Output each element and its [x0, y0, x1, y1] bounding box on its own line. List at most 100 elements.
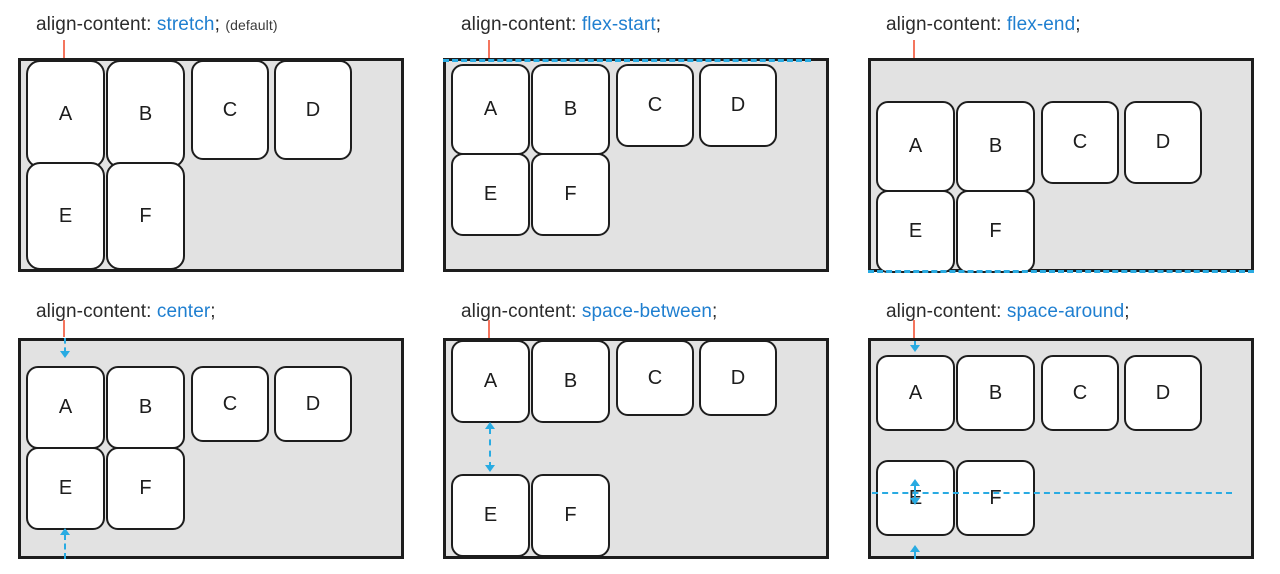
guide-arrow-between-rows — [489, 428, 493, 468]
pointer-tick-icon — [913, 40, 915, 58]
item-label: D — [730, 94, 746, 116]
diagram-flex-start: align-content: flex-start; A B C D E F — [425, 0, 850, 287]
property-value: space-between — [581, 301, 713, 322]
flex-item-c: C — [191, 366, 269, 442]
flex-item-e: E — [451, 153, 530, 236]
guide-line-middle — [872, 492, 1232, 494]
item-label: B — [563, 370, 578, 392]
item-label: E — [908, 220, 923, 242]
item-label: A — [908, 135, 923, 157]
flex-item-d: D — [274, 366, 352, 442]
flex-container: A B C D E F — [18, 338, 404, 559]
flex-item-a: A — [451, 64, 530, 155]
caption-space-around: align-content: space-around; — [886, 301, 1130, 323]
guide-arrow-bottom — [64, 534, 68, 559]
property-label: align-content: — [886, 301, 1002, 322]
flex-item-f: F — [956, 190, 1035, 273]
guide-arrow-middle-lower — [914, 493, 916, 500]
flex-item-a: A — [451, 340, 530, 423]
flex-item-d: D — [699, 340, 777, 416]
arrow-up-icon — [910, 545, 920, 552]
flex-item-b: B — [956, 101, 1035, 192]
property-value: flex-end — [1006, 14, 1076, 35]
item-label: E — [58, 204, 73, 227]
item-label: D — [1155, 131, 1171, 153]
flex-item-e: E — [26, 162, 105, 270]
item-label: F — [989, 486, 1002, 509]
item-label: A — [58, 396, 73, 418]
guide-line-top — [443, 59, 811, 62]
item-label: D — [730, 366, 746, 389]
arrow-up-icon — [910, 479, 920, 486]
item-label: C — [1072, 381, 1088, 404]
diagram-space-between: align-content: space-between; A B C D E … — [425, 287, 850, 574]
arrow-down-icon — [910, 498, 920, 505]
flex-container: A B C D E F — [443, 338, 829, 559]
flex-item-d: D — [274, 60, 352, 160]
semicolon: ; — [712, 301, 718, 322]
flex-item-a: A — [26, 366, 105, 449]
arrow-up-icon — [60, 528, 70, 535]
pointer-tick-icon — [488, 320, 490, 338]
caption-flex-end: align-content: flex-end; — [886, 14, 1081, 36]
caption-stretch: align-content: stretch; (default) — [36, 14, 278, 36]
diagram-center: align-content: center; A B C D E F — [0, 287, 425, 574]
arrow-up-icon — [485, 422, 495, 429]
semicolon: ; — [655, 14, 662, 35]
item-label: F — [139, 204, 152, 227]
flex-item-a: A — [876, 101, 955, 192]
flex-item-c: C — [616, 340, 694, 416]
item-label: B — [988, 381, 1003, 404]
flex-item-d: D — [1124, 355, 1202, 431]
arrow-down-icon — [910, 345, 920, 352]
item-label: C — [222, 98, 238, 121]
flex-item-e: E — [26, 447, 105, 530]
flex-item-e: E — [876, 190, 955, 273]
diagram-stretch: align-content: stretch; (default) A B C … — [0, 0, 425, 287]
item-label: F — [989, 220, 1002, 242]
flex-item-e: E — [451, 474, 530, 557]
flex-container: A B C D E F — [868, 58, 1254, 273]
flex-container: A B C D E F — [868, 338, 1254, 559]
pointer-tick-icon — [63, 320, 65, 337]
flex-item-c: C — [616, 64, 694, 147]
item-label: D — [1155, 381, 1171, 404]
default-note: (default) — [225, 17, 278, 33]
flex-container: A B C D E F — [18, 58, 404, 272]
flex-item-a: A — [26, 60, 105, 168]
item-label: F — [564, 504, 577, 526]
pointer-tick-icon — [913, 320, 915, 338]
item-label: E — [58, 477, 73, 499]
item-label: C — [222, 392, 238, 415]
item-label: B — [563, 98, 578, 120]
arrow-down-icon — [485, 465, 495, 472]
flex-item-d: D — [1124, 101, 1202, 184]
diagram-space-around: align-content: space-around; A B C D E F — [850, 287, 1275, 574]
flex-item-c: C — [1041, 355, 1119, 431]
caption-space-between: align-content: space-between; — [461, 301, 717, 323]
flex-item-b: B — [531, 64, 610, 155]
flex-item-f: F — [106, 447, 185, 530]
pointer-tick-icon — [63, 40, 65, 58]
caption-center: align-content: center; — [36, 301, 216, 323]
item-label: A — [58, 102, 73, 125]
item-label: D — [305, 98, 321, 121]
diagram-flex-end: align-content: flex-end; A B C D E F — [850, 0, 1275, 287]
flex-item-b: B — [106, 60, 185, 168]
item-label: B — [988, 135, 1003, 157]
flex-item-f: F — [956, 460, 1035, 536]
arrow-down-icon — [60, 351, 70, 358]
flex-item-f: F — [531, 153, 610, 236]
flex-item-b: B — [106, 366, 185, 449]
property-label: align-content: — [36, 301, 152, 322]
item-label: A — [483, 370, 498, 392]
item-label: C — [1072, 131, 1088, 153]
pointer-tick-icon — [488, 40, 490, 58]
semicolon: ; — [1124, 301, 1130, 322]
flex-item-f: F — [106, 162, 185, 270]
property-value: space-around — [1006, 301, 1125, 322]
item-label: B — [138, 102, 153, 125]
guide-arrow-top — [914, 341, 916, 347]
item-label: E — [483, 183, 498, 205]
